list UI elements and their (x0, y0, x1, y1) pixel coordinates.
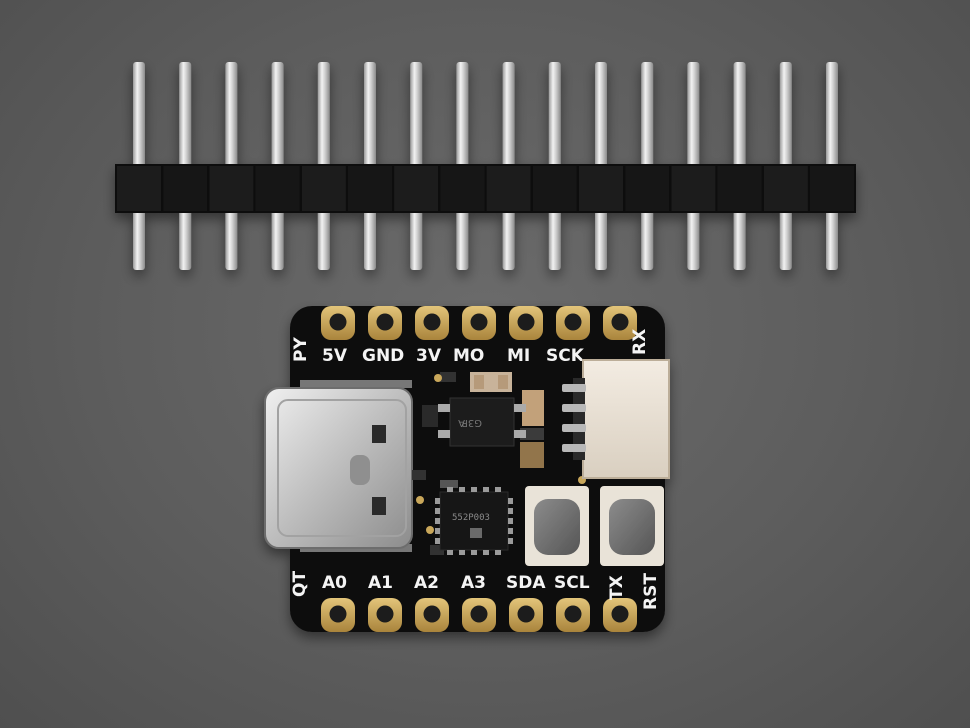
qt-py-board: 5V GND 3V MO MI SCK RX A0 A1 A2 A3 SDA S… (264, 306, 670, 632)
reset-button (600, 486, 664, 566)
label-side-qt: QT (290, 571, 310, 597)
label-rx: RX (630, 329, 650, 355)
castellated-pad (415, 306, 449, 340)
header-plastic-segment (207, 164, 256, 213)
castellated-pad (603, 598, 637, 632)
label-a1: A1 (368, 573, 393, 593)
header-plastic-segment (669, 164, 718, 213)
bottom-pin-labels: A0 A1 A2 A3 SDA SCL TX RST (322, 573, 661, 610)
boot-button (525, 486, 589, 566)
microcontroller-chip: 552P003 (435, 487, 513, 555)
header-plastic-segment (346, 164, 394, 213)
top-pin-labels: 5V GND 3V MO MI SCK RX (322, 329, 650, 366)
header-plastic-segment (438, 164, 487, 213)
mcu-pins (435, 487, 513, 555)
top-castellated-pads (321, 306, 637, 340)
label-mi: MI (507, 346, 530, 366)
header-plastic-segment (761, 164, 810, 213)
header-plastic-segment (577, 164, 625, 213)
header-plastic-body (115, 164, 856, 213)
header-plastic-segment (530, 164, 579, 213)
header-plastic-segment (115, 164, 163, 213)
label-3v: 3V (416, 346, 442, 366)
regulator-marking: G3P (462, 417, 482, 428)
castellated-pad (556, 306, 590, 340)
header-plastic-segment (161, 164, 210, 213)
castellated-pad (462, 306, 496, 340)
label-scl: SCL (554, 573, 590, 593)
mcu-marking: 552P003 (452, 513, 490, 523)
castellated-pad (603, 306, 637, 340)
castellated-pad (321, 598, 355, 632)
castellated-pad (556, 598, 590, 632)
label-sda: SDA (506, 573, 546, 593)
castellated-pad (321, 306, 355, 340)
usb-c-connector (264, 380, 413, 552)
castellated-pad (509, 598, 543, 632)
label-a0: A0 (322, 573, 347, 593)
label-sck: SCK (546, 346, 585, 366)
header-plastic-segment (623, 164, 672, 213)
pin-header-strip (115, 62, 856, 270)
bottom-castellated-pads (321, 598, 637, 632)
label-gnd: GND (362, 346, 404, 366)
label-mo: MO (453, 346, 484, 366)
label-side-py: PY (291, 337, 311, 362)
header-plastic-segment (392, 164, 441, 213)
aux-marking: A (458, 417, 465, 428)
label-a3: A3 (461, 573, 486, 593)
label-5v: 5V (322, 346, 348, 366)
castellated-pad (368, 598, 402, 632)
header-plastic-segment (715, 164, 764, 213)
castellated-pad (462, 598, 496, 632)
label-tx: TX (607, 575, 627, 600)
stemma-qt-connector (562, 359, 670, 479)
label-a2: A2 (414, 573, 439, 593)
castellated-pad (509, 306, 543, 340)
header-plastic-segment (299, 164, 348, 213)
header-plastic-segment (253, 164, 302, 213)
castellated-pad (415, 598, 449, 632)
header-plastic-segment (484, 164, 533, 213)
header-plastic-segment (808, 164, 856, 213)
regulator-chip: G3P A (438, 397, 526, 447)
label-rst: RST (641, 573, 661, 610)
castellated-pad (368, 306, 402, 340)
